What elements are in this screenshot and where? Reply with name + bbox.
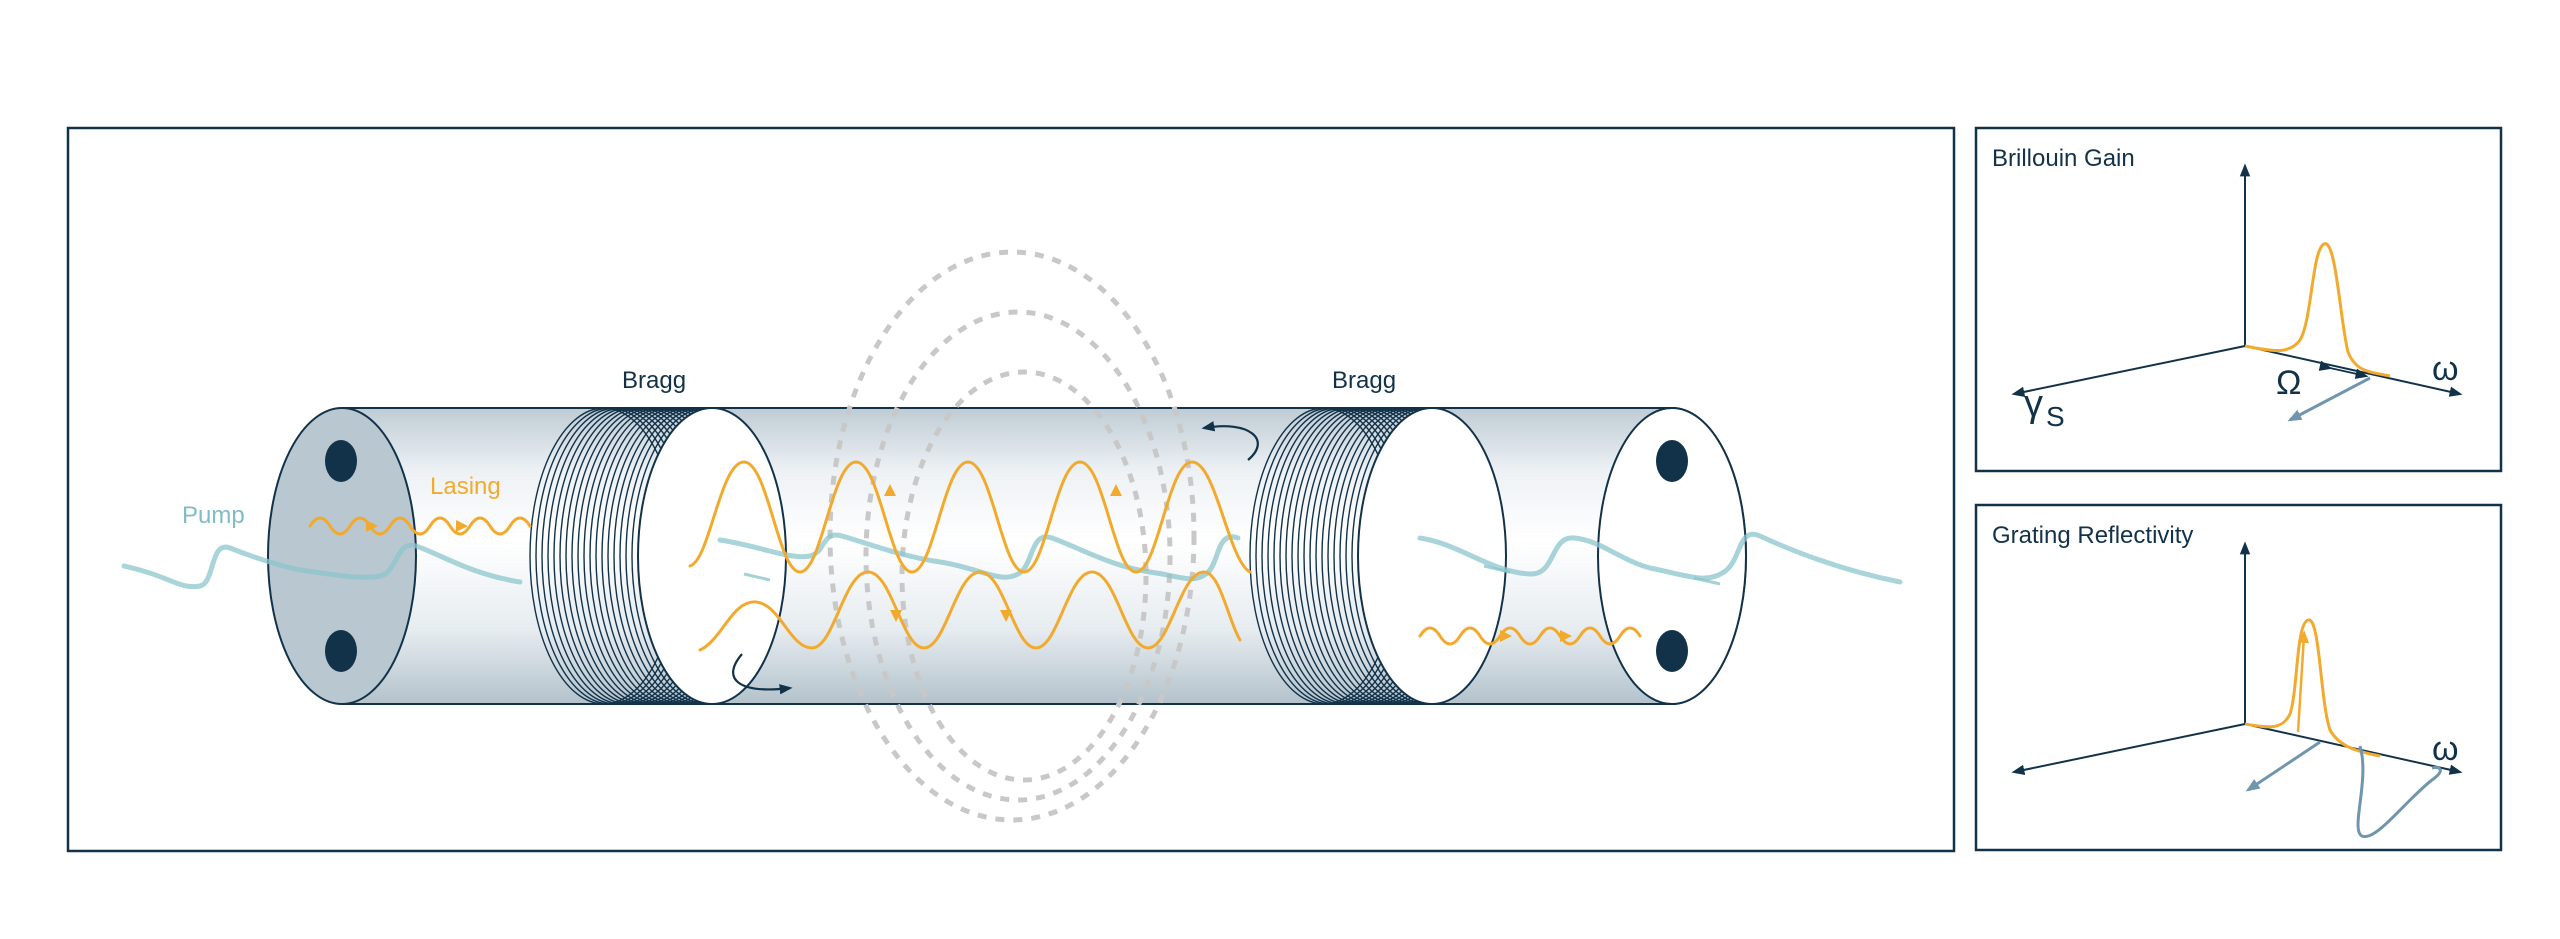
- reflect-peak-curve: [2244, 618, 2381, 758]
- reflect-transmission-curve: [2356, 745, 2442, 838]
- endcap-left-hole-bottom: [325, 630, 357, 672]
- bragg-left-label: Bragg: [622, 367, 686, 394]
- bragg-right-face: [1357, 407, 1507, 705]
- gain-gamma-axis: [2011, 345, 2246, 397]
- gain-shift-label: Ω: [2276, 364, 2301, 402]
- lasing-label: Lasing: [430, 473, 501, 500]
- fiber-body: [341, 407, 1747, 705]
- reflect-side-axis: [2011, 723, 2246, 775]
- gain-peak-curve: [2244, 242, 2391, 378]
- bragg-left-face: [637, 407, 787, 705]
- gain-gamma-label: γ: [2024, 383, 2043, 425]
- reflect-panel-frame: [1974, 503, 2503, 852]
- omega-shift-arrow: [2318, 360, 2369, 379]
- gain-gamma-subscript: S: [2046, 401, 2065, 432]
- reflect-omega-label: ω: [2432, 730, 2459, 768]
- lasing-waves: [308, 460, 1642, 652]
- pump-arrows: [743, 564, 1721, 586]
- gain-panel-title: Brillouin Gain: [1992, 145, 2135, 172]
- circulation-arrow-bottom: [732, 653, 793, 695]
- endcap-right-hole-top: [1656, 440, 1688, 482]
- reflect-probe-arrow: [2245, 740, 2321, 792]
- reflect-panel-title: Grating Reflectivity: [1992, 522, 2193, 549]
- endcap-right-hole-bottom: [1656, 630, 1688, 672]
- circulation-arrow-top: [1201, 421, 1259, 461]
- lasing-arrowheads: [366, 484, 1572, 642]
- gain-omega-label: ω: [2432, 350, 2459, 388]
- gain-probe-arrow: [2287, 376, 2371, 422]
- gain-panel-frame: [1974, 126, 2503, 473]
- grating-reflectivity-panel: Grating Reflectivity ω: [1974, 503, 2503, 852]
- pump-label: Pump: [182, 502, 245, 529]
- bragg-right-label: Bragg: [1332, 367, 1396, 394]
- fiber-left-endcap: [267, 407, 417, 705]
- endcap-left-hole-top: [325, 440, 357, 482]
- brillouin-gain-panel: Brillouin Gain ω Ω γ S: [1974, 126, 2503, 473]
- reflect-peak-arrow: [2296, 630, 2310, 733]
- main-panel: Pump Lasing Bragg Bragg: [66, 126, 1956, 853]
